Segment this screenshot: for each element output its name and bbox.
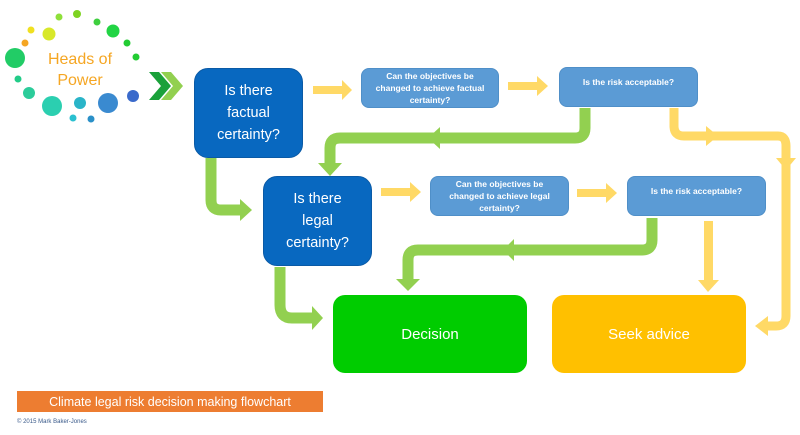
arrow-risk2-to-advice: [704, 221, 713, 281]
arrow-head: [428, 127, 440, 149]
node-seek-advice: Seek advice: [552, 295, 746, 373]
arrow-change-to-risk1: [508, 76, 548, 96]
arrow-legal-to-change: [381, 182, 421, 202]
arrow-head: [698, 280, 719, 292]
arrow-factual-to-legal: [205, 158, 240, 216]
arrow-head: [318, 163, 342, 176]
arrow-head: [706, 126, 718, 146]
arrow-change-to-risk2: [577, 183, 617, 203]
double-chevron-icon: [149, 72, 183, 100]
arrow-head: [312, 306, 323, 330]
arrow-head: [503, 239, 514, 261]
arrow-risk1-to-advice: [669, 108, 791, 331]
node-label: Decision: [401, 325, 459, 343]
arrow-head: [755, 316, 768, 336]
node-decision: Decision: [333, 295, 527, 373]
node-label: Is there factual certainty?: [217, 83, 280, 143]
node-legal-certainty: Is there legal certainty?: [263, 176, 372, 266]
flowchart-title: Climate legal risk decision making flowc…: [49, 394, 291, 409]
copyright-notice: © 2015 Mark Baker-Jones: [17, 419, 87, 425]
node-change-legal: Can the objectives be changed to achieve…: [430, 176, 569, 216]
node-change-factual: Can the objectives be changed to achieve…: [361, 68, 499, 108]
node-factual-certainty: Is there factual certainty?: [194, 68, 303, 158]
arrow-risk2-to-decision: [402, 218, 658, 280]
node-label: Is the risk acceptable?: [650, 186, 743, 196]
logo-text: Heads of Power: [40, 49, 120, 91]
node-risk-acceptable-2: Is the risk acceptable?: [627, 176, 766, 216]
logo-line-2: Power: [57, 72, 103, 89]
node-label: Can the objectives be changed to achieve…: [449, 179, 550, 213]
arrow-factual-to-change: [313, 80, 352, 100]
logo-dots-icon: [5, 10, 140, 123]
arrow-head: [776, 158, 796, 170]
node-label: Can the objectives be changed to achieve…: [375, 71, 485, 105]
arrow-head: [240, 199, 252, 221]
node-label: Is the risk acceptable?: [582, 77, 675, 87]
arrow-legal-to-decision: [274, 267, 314, 324]
node-label: Is there legal certainty?: [286, 191, 349, 251]
flowchart-title-banner: Climate legal risk decision making flowc…: [17, 391, 323, 412]
arrow-head: [396, 279, 420, 291]
arrow-risk1-to-legal: [324, 108, 591, 165]
logo-line-1: Heads of: [47, 51, 113, 68]
node-label: Seek advice: [608, 325, 690, 343]
node-risk-acceptable-1: Is the risk acceptable?: [559, 67, 698, 107]
